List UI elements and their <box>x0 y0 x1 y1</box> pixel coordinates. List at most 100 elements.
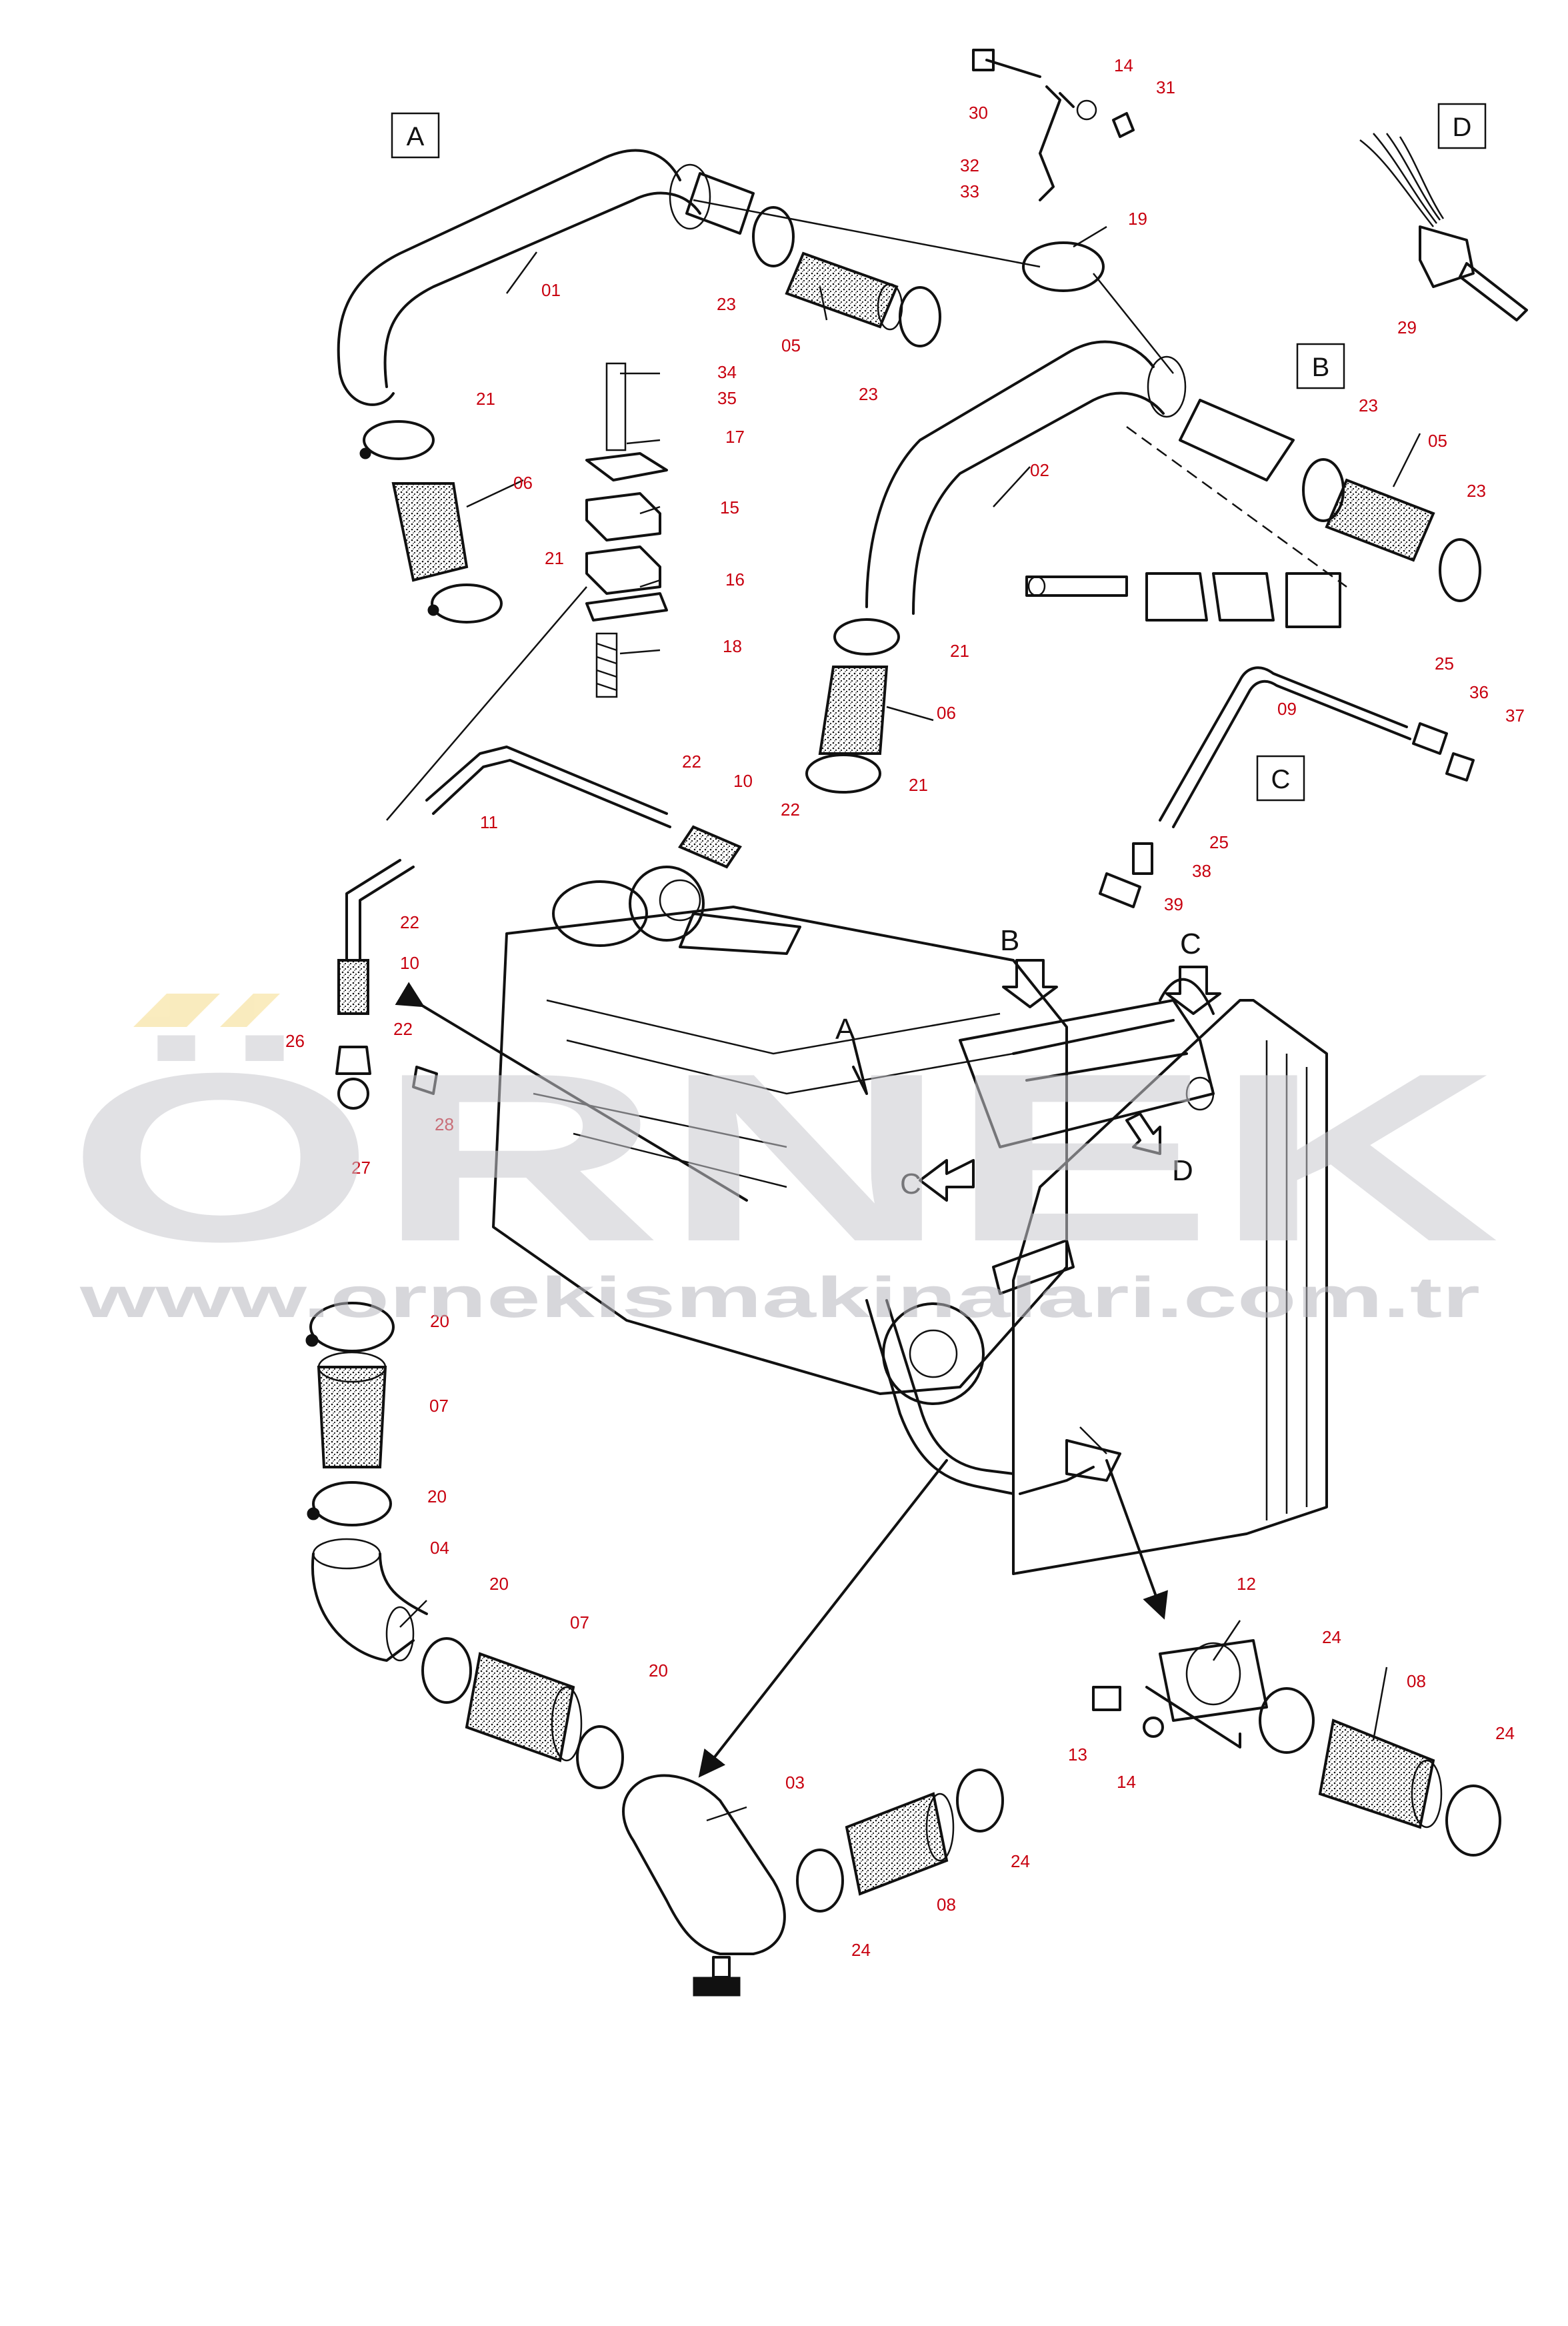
callout-07-lower: 07 <box>570 1612 589 1632</box>
leader-arrows <box>395 982 1168 1778</box>
pipe-01 <box>337 149 711 406</box>
callout-24-d: 24 <box>1495 1723 1515 1743</box>
hose-05-right <box>1325 478 1435 562</box>
callout-18: 18 <box>723 636 742 656</box>
callout-33: 33 <box>960 181 979 201</box>
strap-assembly <box>693 49 1174 374</box>
callout-14-lower: 14 <box>1117 1772 1136 1792</box>
callout-37: 37 <box>1505 706 1525 726</box>
callout-21-c: 21 <box>950 641 969 661</box>
callout-31: 31 <box>1156 77 1175 97</box>
callout-38: 38 <box>1192 861 1211 881</box>
callout-08-right: 08 <box>1407 1671 1426 1691</box>
callout-22-b: 22 <box>781 800 800 820</box>
callout-21-d: 21 <box>909 775 928 795</box>
view-label-b: B <box>1312 353 1330 382</box>
engine-view-arrows <box>852 959 1221 1202</box>
callout-20-a: 20 <box>430 1311 449 1331</box>
callout-34: 34 <box>717 362 737 382</box>
clamp-21-b <box>427 584 503 624</box>
engine-assembly <box>492 866 1215 1495</box>
clamp-20-d <box>576 1725 624 1789</box>
callout-04: 04 <box>430 1538 449 1558</box>
hose-07-lower <box>465 1652 583 1763</box>
callout-02: 02 <box>1030 460 1049 480</box>
engine-letter-c: C <box>1180 928 1201 960</box>
callout-03: 03 <box>785 1773 805 1793</box>
callout-14-upper: 14 <box>1114 55 1133 75</box>
pipe-02 <box>865 340 1295 615</box>
callout-17: 17 <box>725 427 745 447</box>
clamp-21-c <box>833 618 900 656</box>
bracket-stack <box>585 362 668 698</box>
hose-10-lower <box>335 959 438 1110</box>
callout-23-a: 23 <box>717 294 736 314</box>
clamp-23-a <box>752 206 795 267</box>
tube-11 <box>345 586 671 975</box>
engine-letter-a: A <box>835 1013 855 1046</box>
pipe-03 <box>622 1774 786 1997</box>
callout-10-upper: 10 <box>733 771 753 791</box>
pipe-to-radiator <box>1019 1439 1121 1495</box>
clamp-20-c <box>421 1637 472 1704</box>
callout-25-b: 25 <box>1209 832 1229 852</box>
callout-32: 32 <box>960 155 979 175</box>
callout-23-d: 23 <box>1467 481 1486 501</box>
hose-08-right <box>1318 1718 1443 1829</box>
view-box-a: A <box>391 112 440 159</box>
clamp-20-a <box>305 1302 395 1352</box>
callout-16: 16 <box>725 569 745 590</box>
callout-05-upper: 05 <box>781 335 801 355</box>
callout-25-a: 25 <box>1435 654 1454 674</box>
callout-24-a: 24 <box>1011 1851 1030 1871</box>
callouts: 01 02 03 04 05 05 06 06 07 07 08 08 09 1… <box>285 55 1525 1960</box>
callout-10-lower: 10 <box>400 953 419 973</box>
hose-06-right <box>818 666 889 755</box>
callout-15: 15 <box>720 497 739 517</box>
view-label-d: D <box>1453 113 1472 142</box>
hose-08-lower <box>845 1792 955 1896</box>
hose-07-upper <box>317 1351 387 1468</box>
callout-23-b: 23 <box>859 384 878 404</box>
callout-11: 11 <box>480 812 498 832</box>
engine-letter-d: D <box>1172 1154 1193 1187</box>
hose-06-left <box>391 482 469 582</box>
callout-22-d: 22 <box>393 1019 413 1039</box>
engine-letter-c2: C <box>900 1168 921 1200</box>
hose-10-upper <box>678 825 742 869</box>
callout-30: 30 <box>969 103 988 123</box>
clamp-21-a <box>359 420 435 460</box>
callout-39: 39 <box>1164 894 1183 914</box>
clamp-24-c <box>1259 1687 1315 1754</box>
clamp-24-d <box>1445 1785 1501 1857</box>
callout-20-b: 20 <box>427 1486 447 1506</box>
callout-13: 13 <box>1068 1744 1087 1765</box>
callout-05-right: 05 <box>1428 431 1447 451</box>
callout-20-d: 20 <box>649 1660 668 1680</box>
callout-35: 35 <box>717 388 737 408</box>
callout-07-upper: 07 <box>429 1396 449 1416</box>
clamp-21-d <box>805 754 881 794</box>
view-box-d: D <box>1437 103 1487 149</box>
callout-22-c: 22 <box>400 912 419 932</box>
callout-26: 26 <box>285 1031 305 1051</box>
callout-27: 27 <box>351 1158 371 1178</box>
clamp-24-b <box>956 1769 1004 1833</box>
thermostat-bracket <box>1025 425 1347 628</box>
callout-36: 36 <box>1469 682 1489 702</box>
callout-21-b: 21 <box>545 548 564 568</box>
callout-20-c: 20 <box>489 1574 509 1594</box>
view-label-c: C <box>1271 765 1291 794</box>
callout-06-left: 06 <box>513 473 533 493</box>
pipe-09 <box>1099 666 1475 908</box>
pipe-04 <box>311 1538 428 1662</box>
clamp-23-d <box>1439 538 1481 602</box>
callout-leaders <box>399 225 1421 1822</box>
view-label-a: A <box>407 122 425 151</box>
clamp-20-b <box>307 1481 392 1526</box>
callout-01: 01 <box>541 280 561 300</box>
callout-08-lower: 08 <box>937 1895 956 1915</box>
view-box-b: B <box>1296 343 1345 389</box>
engine-letter-b: B <box>1000 924 1019 957</box>
